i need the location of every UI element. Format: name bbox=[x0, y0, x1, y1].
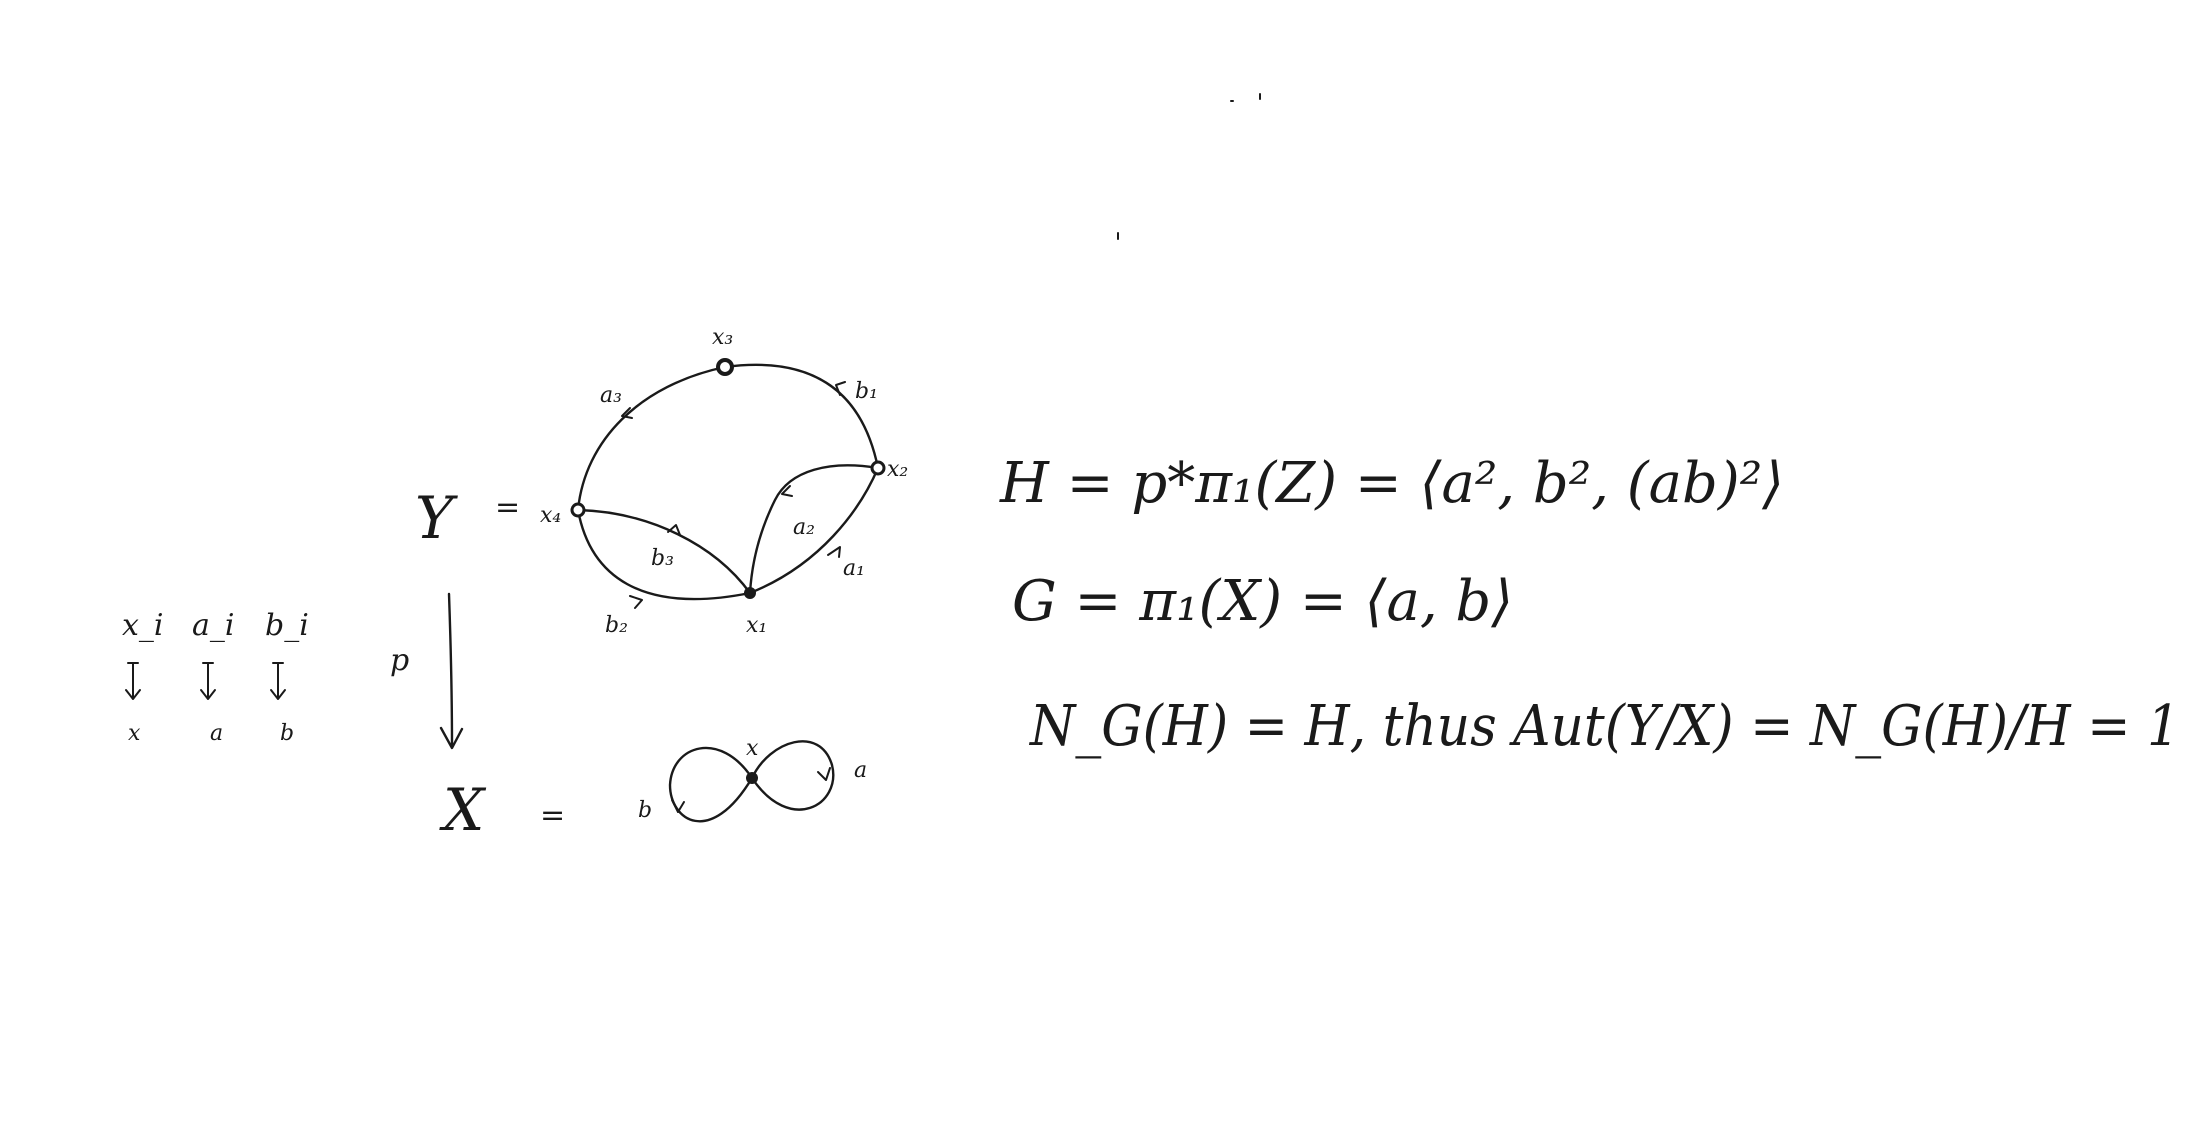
X-equals: = bbox=[540, 798, 565, 833]
legend-header-x: x_i bbox=[122, 608, 164, 643]
edge-a3 bbox=[576, 365, 727, 512]
stray-marks bbox=[1117, 93, 1261, 240]
label-a1: a₁ bbox=[843, 556, 865, 581]
equation-conclusion: N_G(H) = H, thus Aut(Y/X) = N_G(H)/H = 1 bbox=[1028, 694, 2180, 759]
vertex-x2 bbox=[870, 460, 886, 476]
label-a3: a₃ bbox=[600, 383, 622, 408]
label-b3: b₃ bbox=[651, 546, 674, 571]
label-loop-b: b bbox=[638, 798, 652, 823]
X-base-graph: x a b bbox=[638, 736, 867, 823]
edge-b2 bbox=[576, 508, 752, 601]
vertex-x3 bbox=[716, 358, 734, 376]
legend-target-x: x bbox=[128, 721, 141, 746]
legend-target-b: b bbox=[280, 721, 294, 746]
label-x1: x₁ bbox=[746, 613, 767, 638]
vertex-x4 bbox=[570, 502, 586, 518]
label-x: x bbox=[746, 736, 759, 761]
legend-header-a: a_i bbox=[192, 608, 234, 643]
loop-a bbox=[750, 740, 835, 811]
label-b1: b₁ bbox=[855, 379, 878, 404]
X-label: X bbox=[439, 776, 487, 844]
equations: H = p*π₁(Z) = ⟨a², b², (ab)²⟩ G = π₁(X) … bbox=[999, 451, 2180, 759]
legend-target-a: a bbox=[210, 721, 223, 746]
p-arrow bbox=[439, 592, 464, 750]
edge-a2 bbox=[748, 464, 880, 595]
label-a2: a₂ bbox=[793, 515, 815, 540]
edge-a1 bbox=[748, 466, 880, 595]
Y-label: Y bbox=[415, 484, 458, 552]
edge-b1 bbox=[723, 363, 880, 470]
p-label: p bbox=[390, 643, 409, 678]
label-b2: b₂ bbox=[605, 613, 628, 638]
vertex-x bbox=[746, 772, 758, 784]
legend-header-b: b_i bbox=[265, 608, 309, 643]
loop-b bbox=[668, 746, 754, 823]
covering-map: Y = p X = bbox=[390, 484, 565, 844]
edge-b3 bbox=[576, 508, 752, 595]
vertex-x1 bbox=[744, 587, 756, 599]
label-loop-a: a bbox=[854, 758, 867, 783]
equation-G: G = π₁(X) = ⟨a, b⟩ bbox=[1012, 569, 1513, 634]
Y-equals: = bbox=[495, 490, 520, 525]
legend-arrows bbox=[125, 662, 286, 700]
equation-H: H = p*π₁(Z) = ⟨a², b², (ab)²⟩ bbox=[999, 451, 1784, 516]
Y-cover-graph: x₁ x₂ x₃ x₄ a₁ a₂ a₃ b₁ b₂ b₃ bbox=[540, 325, 908, 638]
label-x4: x₄ bbox=[540, 503, 561, 528]
label-x2: x₂ bbox=[887, 457, 908, 482]
label-x3: x₃ bbox=[712, 325, 733, 350]
legend-map-table: x_i a_i b_i x a b bbox=[122, 608, 309, 746]
